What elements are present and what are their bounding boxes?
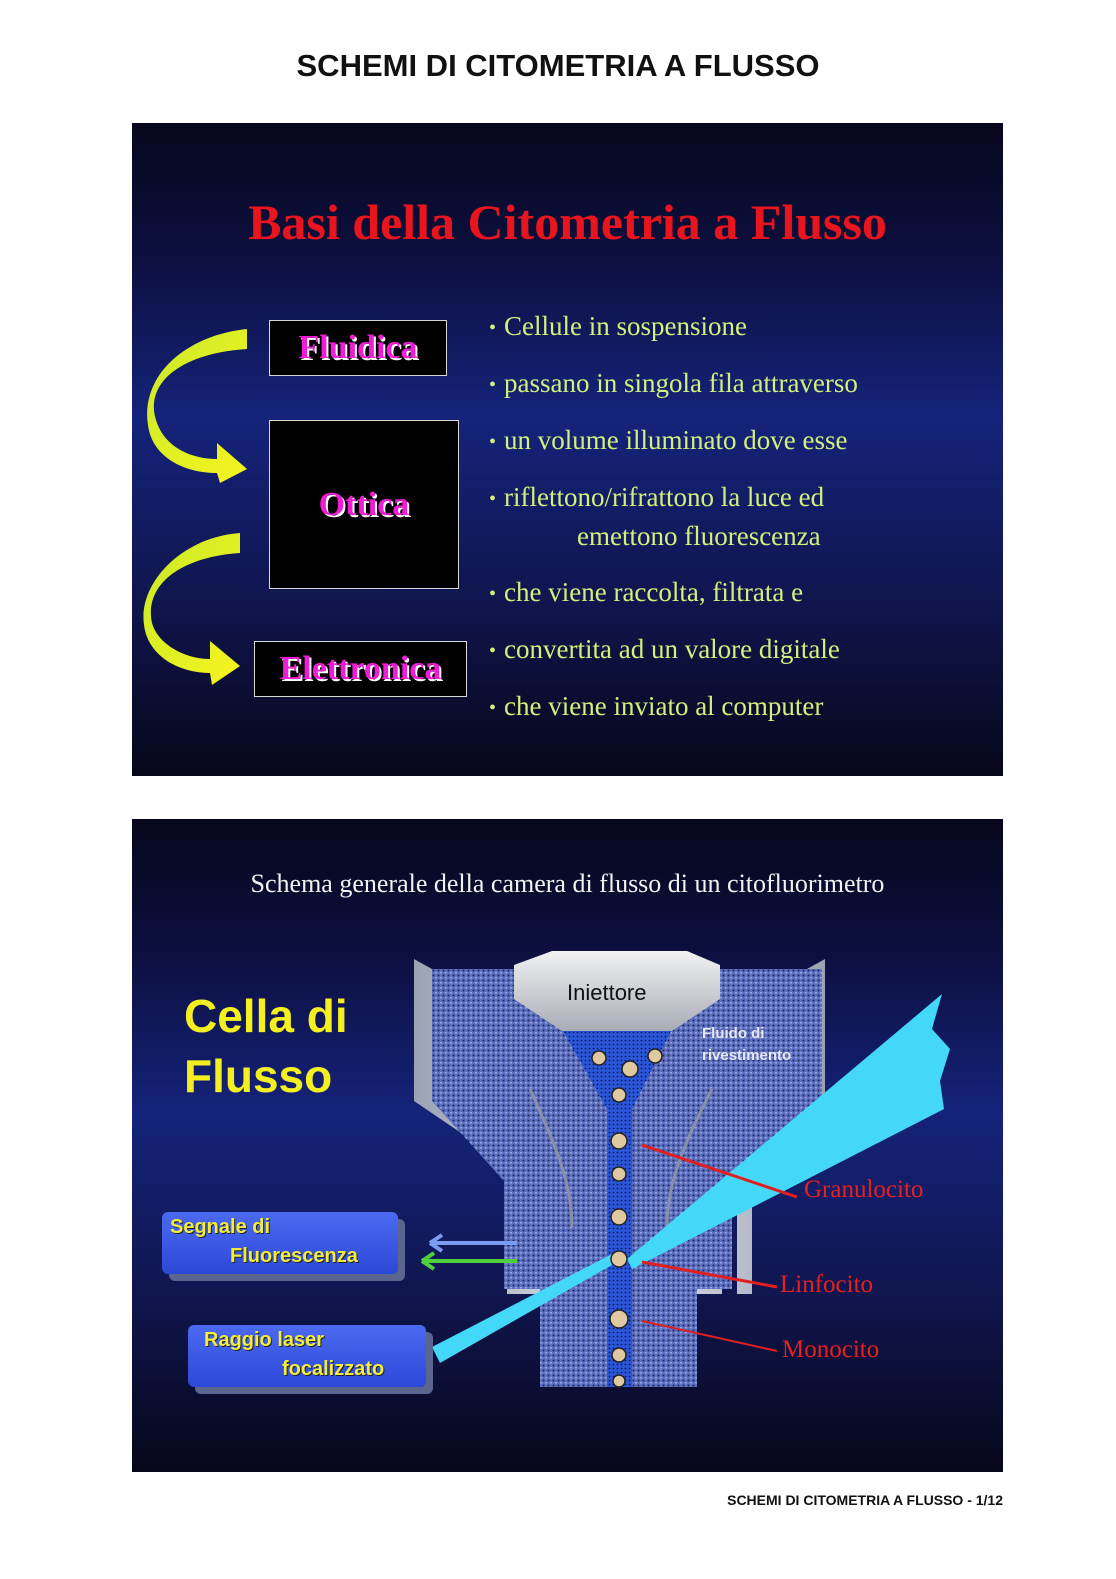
page-footer: SCHEMI DI CITOMETRIA A FLUSSO - 1/12 (727, 1492, 1003, 1508)
flow-cell-diagram (414, 951, 950, 1388)
bullet-item: •passano in singola fila attraverso (489, 368, 858, 398)
pointer-line-linfocito (641, 1260, 778, 1289)
laser-line1: Raggio laser (204, 1329, 325, 1351)
sample-stream (562, 1029, 672, 1387)
linfocito-label: Linfocito (780, 1271, 874, 1298)
laser-beam-left (432, 1254, 612, 1363)
pointer-line-granulocito (641, 1143, 798, 1199)
ottica-box: Ottica (269, 420, 459, 589)
granulocito-label: Granulocito (804, 1176, 924, 1203)
page-title: SCHEMI DI CITOMETRIA A FLUSSO (296, 48, 820, 83)
bullet-item: •un volume illuminato dove esse (489, 425, 848, 455)
flow-arrows (143, 329, 247, 685)
fluorescence-arrow-icon (420, 1251, 517, 1271)
bullet-item: •che viene inviato al computer (489, 691, 824, 721)
bullet-item: •Cellule in sospensione (489, 311, 747, 341)
cella-line2: Flusso (184, 1050, 333, 1102)
sheath-arrow-icon (528, 1088, 574, 1228)
cells (591, 1048, 663, 1388)
sheath-line2: rivestimento (702, 1047, 792, 1064)
bullet-continuation: emettono fluorescenza (577, 521, 821, 551)
laser-beam-right (627, 994, 950, 1269)
laser-beam-callout: Raggio laser focalizzato (188, 1325, 426, 1387)
slide2-title: Schema generale della camera di flusso d… (250, 869, 885, 898)
slide-fluidics-optics-electronics: Basi della Citometria a Flusso Fluidica … (132, 123, 1003, 776)
bullet-item: •riflettono/rifrattono la luce ed (489, 482, 825, 512)
curved-arrow-icon (147, 329, 247, 483)
signal-line1: Segnale di (170, 1216, 271, 1238)
curved-arrow-icon (143, 533, 240, 685)
slide-flow-cell: Schema generale della camera di flusso d… (132, 819, 1003, 1472)
cella-di-flusso-heading: Cella di Flusso (184, 986, 348, 1106)
cella-line1: Cella di (184, 990, 348, 1042)
fluidica-box: Fluidica (269, 320, 447, 376)
elettronica-box: Elettronica (254, 641, 467, 697)
injector (514, 951, 720, 1031)
sheath-line1: Fluido di (702, 1025, 765, 1042)
signal-line2: Fluorescenza (230, 1245, 358, 1267)
sheath-fluid-label: Fluido di rivestimento (702, 1023, 791, 1067)
injector-label: Iniettore (567, 980, 647, 1005)
pointer-line-monocito (641, 1320, 778, 1352)
monocito-label: Monocito (782, 1336, 880, 1363)
slide1-title: Basi della Citometria a Flusso (248, 194, 887, 250)
laser-line2: focalizzato (282, 1358, 385, 1380)
bullet-item: •che viene raccolta, filtrata e (489, 577, 804, 607)
fluorescence-arrow-icon (428, 1233, 517, 1253)
fluorescence-signal-callout: Segnale di Fluorescenza (162, 1212, 398, 1274)
bullet-item: •convertita ad un valore digitale (489, 634, 840, 664)
